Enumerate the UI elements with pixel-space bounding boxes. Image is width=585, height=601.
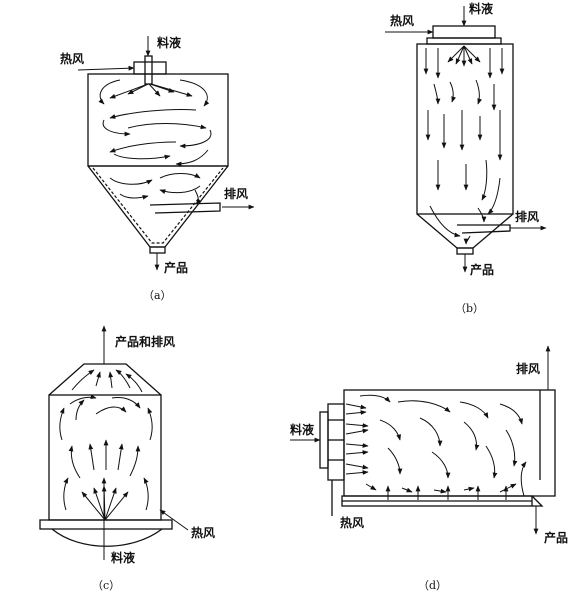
- io-arrows-b: [385, 6, 547, 273]
- label-exhaust-b: 排风: [515, 209, 539, 224]
- label-feed-b: 料液: [469, 1, 493, 16]
- label-hot-air-b: 热风: [390, 13, 414, 28]
- label-feed-d: 料液: [290, 422, 314, 437]
- diagram-a: 料液 热风 排风 产品 （a）: [60, 35, 255, 302]
- caption-d: （d）: [418, 579, 447, 592]
- dryer-vessel-d: [319, 389, 556, 516]
- caption-c: （c）: [92, 579, 120, 592]
- diagram-b: 料液 热风 排风 产品 （b）: [385, 1, 547, 315]
- label-product-a: 产品: [164, 260, 188, 275]
- flow-arrows-c: [59, 369, 153, 521]
- label-feed-a: 料液: [157, 35, 181, 50]
- label-product-b: 产品: [470, 262, 494, 277]
- diagram-c: 产品和排风 热风 料液 （c）: [39, 325, 215, 592]
- label-feed-c: 料液: [111, 550, 135, 565]
- label-hot-air-c: 热风: [191, 525, 215, 540]
- io-arrows-c: [101, 325, 189, 560]
- caption-b: （b）: [455, 302, 484, 315]
- caption-a: （a）: [143, 289, 172, 302]
- label-hot-air-a: 热风: [60, 51, 84, 66]
- diagram-d: 排风 料液 热风 产品 （d）: [290, 345, 568, 592]
- label-exhaust-a: 排风: [224, 186, 248, 201]
- label-product-exhaust-c: 产品和排风: [115, 334, 175, 349]
- label-product-d: 产品: [544, 530, 568, 545]
- flow-arrows-a: [98, 79, 212, 205]
- io-arrows-a: [77, 36, 255, 271]
- flow-arrows-b: [423, 45, 505, 245]
- dryer-vessel-b: [416, 25, 514, 255]
- label-exhaust-d: 排风: [516, 361, 540, 376]
- io-arrows-d: [290, 345, 551, 535]
- label-hot-air-d: 热风: [340, 515, 364, 530]
- flow-arrows-d: [345, 394, 527, 500]
